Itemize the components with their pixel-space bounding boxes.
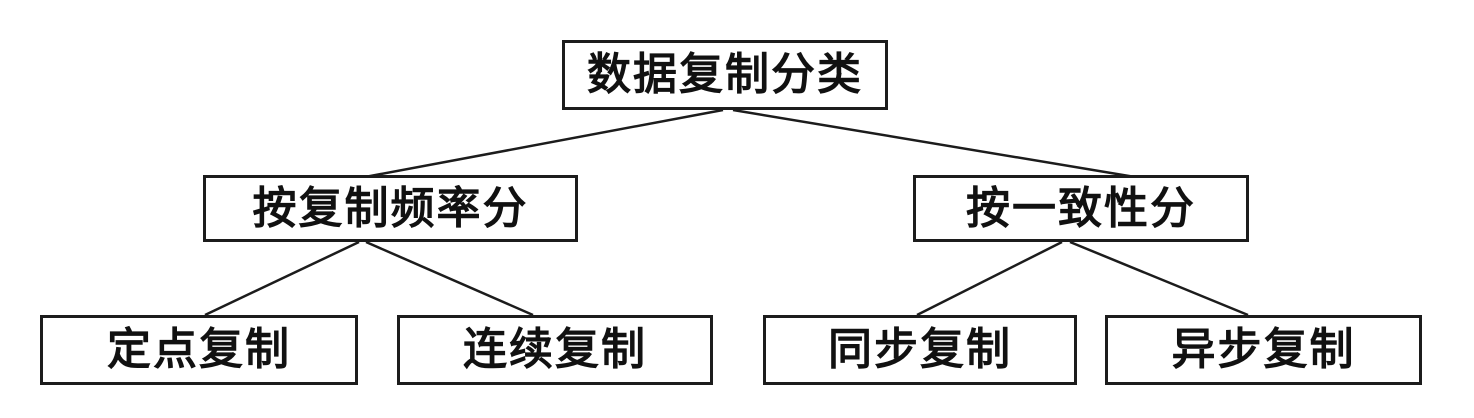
node-by-replication-frequency: 按复制频率分 <box>203 175 578 242</box>
connector-frequency-to-continuous <box>365 240 534 317</box>
connector-root-to-consistency <box>732 108 1136 179</box>
connector-consistency-to-synchronous <box>916 240 1063 317</box>
node-fixed-point-replication: 定点复制 <box>40 315 358 385</box>
node-continuous-replication: 连续复制 <box>397 315 713 385</box>
connector-consistency-to-asynchronous <box>1069 240 1249 317</box>
connector-root-to-frequency <box>364 108 724 179</box>
node-synchronous-replication: 同步复制 <box>763 315 1077 385</box>
connector-frequency-to-fixed <box>204 240 360 317</box>
node-data-replication-classification: 数据复制分类 <box>562 40 888 110</box>
node-by-consistency: 按一致性分 <box>913 175 1249 242</box>
node-asynchronous-replication: 异步复制 <box>1105 315 1422 385</box>
